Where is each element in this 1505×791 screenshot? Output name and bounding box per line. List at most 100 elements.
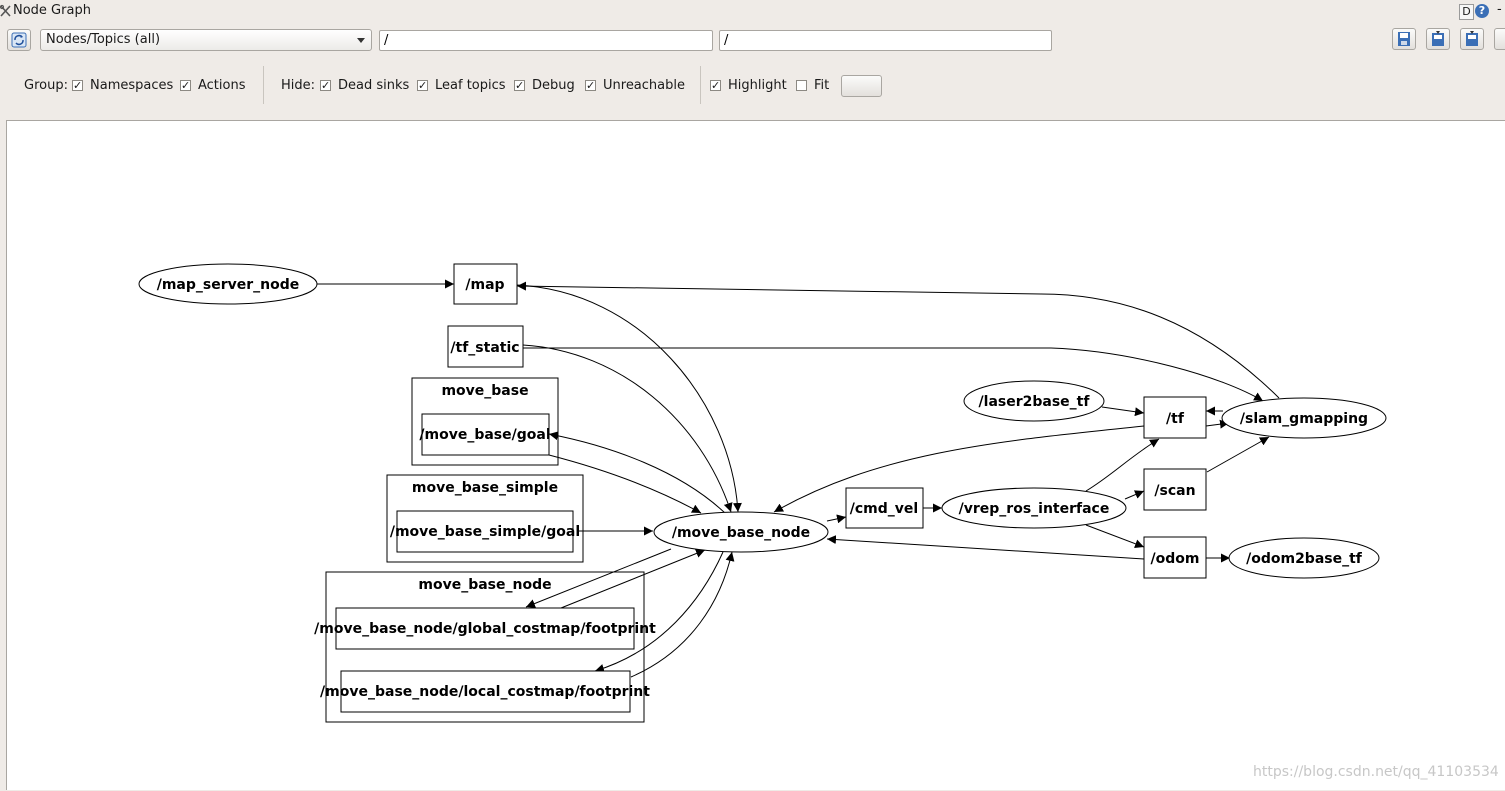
edge-scan-to-slam xyxy=(1206,436,1270,473)
edge-move-base-node-to-local-footprint xyxy=(594,551,724,673)
topic-tf-static-label: /tf_static xyxy=(450,340,519,356)
graph-mode-select[interactable]: Nodes/Topics (all) xyxy=(40,29,372,51)
edge-tf-to-move-base-node xyxy=(773,425,1145,513)
topic-local-footprint-label: /move_base_node/local_costmap/footprint xyxy=(320,684,650,700)
topic-move-base-simple-goal-label: /move_base_simple/goal xyxy=(390,524,580,540)
group-move-base-node-label: move_base_node xyxy=(418,577,551,593)
debug-checkbox[interactable]: ✓ xyxy=(514,79,525,92)
edge-global-footprint-to-move-base-node xyxy=(560,549,706,609)
dead-sinks-label[interactable]: Dead sinks xyxy=(338,78,410,93)
separator xyxy=(700,66,701,104)
topic-move-base-goal[interactable] xyxy=(421,413,550,456)
node-move-base-node-label: /move_base_node xyxy=(672,525,810,541)
namespaces-checkbox[interactable]: ✓ xyxy=(72,79,83,92)
help-icon[interactable]: ? xyxy=(1475,4,1489,18)
node-slam-gmapping-label: /slam_gmapping xyxy=(1240,411,1368,427)
group-label: Group: xyxy=(24,78,68,93)
minimize-button[interactable]: - xyxy=(1497,2,1502,17)
title-bar: Node Graph D ? - xyxy=(0,0,1505,24)
dead-sinks-checkbox[interactable]: ✓ xyxy=(320,79,331,92)
more-button[interactable] xyxy=(1494,28,1505,50)
fit-label[interactable]: Fit xyxy=(814,78,830,93)
save-image-icon xyxy=(1432,31,1444,46)
refresh-icon xyxy=(11,32,27,48)
leaf-topics-checkbox[interactable]: ✓ xyxy=(417,79,428,92)
refresh-button[interactable] xyxy=(7,29,31,51)
topic-tf-static[interactable] xyxy=(447,325,524,368)
topic-local-footprint[interactable] xyxy=(340,670,631,713)
unreachable-label[interactable]: Unreachable xyxy=(603,78,685,93)
edge-vrep-to-scan xyxy=(1124,490,1145,500)
edge-move-base-node-to-global-footprint xyxy=(525,548,672,608)
actions-checkbox[interactable]: ✓ xyxy=(180,79,191,92)
node-graph: move_base move_base_simple move_base_nod… xyxy=(138,263,1387,723)
node-vrep-ros-interface[interactable] xyxy=(941,487,1127,529)
topic-cmd-vel[interactable] xyxy=(845,487,924,529)
unreachable-checkbox[interactable]: ✓ xyxy=(585,79,596,92)
node-vrep-ros-interface-label: /vrep_ros_interface xyxy=(959,501,1110,517)
edge-laser2base-to-tf xyxy=(1101,406,1145,417)
dock-button[interactable]: D xyxy=(1459,4,1474,20)
chevron-down-icon xyxy=(357,38,365,43)
topic-map-label: /map xyxy=(465,277,504,293)
node-map-server-node[interactable] xyxy=(138,263,318,305)
edge-local-footprint-to-move-base-node xyxy=(630,551,735,678)
window-title: Node Graph xyxy=(13,3,91,18)
edge-odom-to-move-base-node xyxy=(826,535,1145,560)
save-dot-button[interactable] xyxy=(1392,28,1416,50)
fit-view-button[interactable] xyxy=(841,75,882,97)
save-svg-icon xyxy=(1466,31,1478,46)
topic-filter-input[interactable] xyxy=(719,30,1052,51)
graph-mode-value: Nodes/Topics (all) xyxy=(46,32,161,47)
graph-edges xyxy=(317,279,1280,678)
topic-global-footprint[interactable] xyxy=(335,607,635,650)
group-move-base-simple xyxy=(386,474,584,563)
topic-tf-label: /tf xyxy=(1166,411,1185,427)
highlight-checkbox[interactable]: ✓ xyxy=(710,79,721,92)
watermark: https://blog.csdn.net/qq_41103534 xyxy=(1253,764,1499,780)
topic-cmd-vel-label: /cmd_vel xyxy=(850,501,918,517)
edge-vrep-to-tf xyxy=(1085,438,1160,492)
topic-move-base-simple-goal[interactable] xyxy=(396,510,574,553)
group-move-base-simple-label: move_base_simple xyxy=(412,480,558,496)
node-laser2base-tf-label: /laser2base_tf xyxy=(979,394,1091,410)
plugin-icon xyxy=(0,4,12,18)
node-odom2base-tf[interactable] xyxy=(1228,537,1380,579)
topic-map[interactable] xyxy=(453,263,518,305)
edge-move-base-node-to-cmd-vel xyxy=(826,514,847,524)
node-move-base-node[interactable] xyxy=(653,511,829,553)
topic-tf[interactable] xyxy=(1143,396,1207,439)
node-map-server-node-label: /map_server_node xyxy=(157,277,300,293)
group-move-base-label: move_base xyxy=(441,383,528,399)
topic-move-base-goal-label: /move_base/goal xyxy=(419,427,550,443)
namespaces-label[interactable]: Namespaces xyxy=(90,78,174,93)
topic-odom-label: /odom xyxy=(1151,551,1200,567)
edge-goal-to-move-base-node xyxy=(548,454,702,514)
save-icon xyxy=(1398,32,1410,46)
topic-scan-label: /scan xyxy=(1154,483,1195,499)
edge-slam-to-map xyxy=(516,281,1280,399)
actions-label[interactable]: Actions xyxy=(198,78,246,93)
save-svg-button[interactable] xyxy=(1460,28,1484,50)
highlight-label[interactable]: Highlight xyxy=(728,78,787,93)
edge-move-base-node-to-goal xyxy=(548,431,727,515)
node-laser2base-tf[interactable] xyxy=(963,380,1105,422)
leaf-topics-label[interactable]: Leaf topics xyxy=(435,78,506,93)
group-move-base-node xyxy=(325,571,645,723)
topic-scan[interactable] xyxy=(1143,468,1207,511)
graph-canvas[interactable]: move_base move_base_simple move_base_nod… xyxy=(6,120,1505,790)
edge-tf-static-to-slam xyxy=(523,347,1264,402)
node-slam-gmapping[interactable] xyxy=(1221,397,1387,439)
edge-vrep-to-odom xyxy=(1085,524,1145,549)
node-odom2base-tf-label: /odom2base_tf xyxy=(1246,551,1363,567)
node-filter-input[interactable] xyxy=(379,30,713,51)
separator xyxy=(263,66,264,104)
group-move-base xyxy=(411,377,559,466)
edge-map-to-move-base-node xyxy=(516,284,742,513)
topic-global-footprint-label: /move_base_node/global_costmap/footprint xyxy=(314,621,656,637)
fit-checkbox[interactable] xyxy=(796,80,807,91)
topic-odom[interactable] xyxy=(1143,536,1207,579)
debug-label[interactable]: Debug xyxy=(532,78,575,93)
edge-tf-static-to-move-base-node xyxy=(522,344,733,513)
save-image-button[interactable] xyxy=(1426,28,1450,50)
